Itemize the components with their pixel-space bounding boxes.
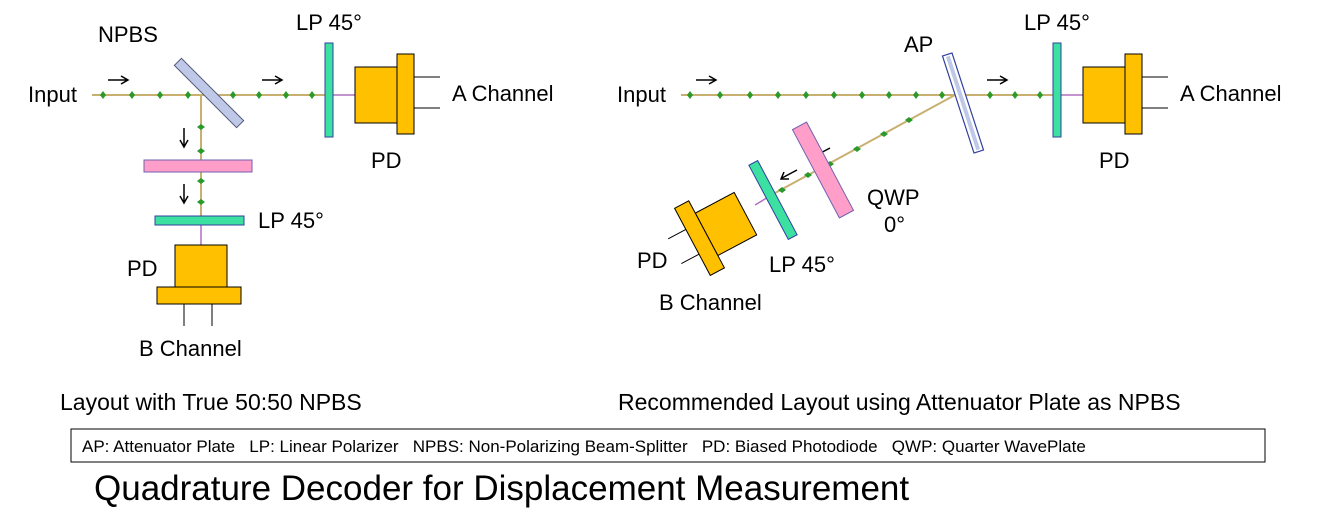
- left-pd-b-label: PD: [127, 256, 158, 281]
- left-direction-arrows: [108, 75, 284, 205]
- right-reflected-beam: [774, 94, 956, 194]
- right-lp-top-label: LP 45°: [1024, 10, 1090, 35]
- left-layout-caption: Layout with True 50:50 NPBS: [60, 389, 362, 415]
- left-input-label: Input: [28, 82, 77, 107]
- right-input-label: Input: [617, 82, 666, 107]
- right-b-channel-label: B Channel: [659, 290, 762, 315]
- left-photodiode-a: [354, 53, 440, 135]
- left-lp-a: [324, 42, 334, 138]
- right-pd-a-label: PD: [1099, 148, 1130, 173]
- left-waveplate: [143, 159, 253, 173]
- left-beam-dots: [100, 91, 315, 205]
- left-npbs-label: NPBS: [98, 22, 158, 47]
- left-pd-a-label: PD: [371, 148, 402, 173]
- left-layout: Input NPBS LP 45° A Channel PD LP 45° PD…: [28, 10, 554, 361]
- right-photodiode-b: [667, 191, 758, 277]
- right-ap-label: AP: [904, 32, 933, 57]
- page-title: Quadrature Decoder for Displacement Meas…: [94, 469, 909, 508]
- right-beam-dots: [687, 91, 1043, 193]
- right-pd-b-label: PD: [637, 248, 668, 273]
- right-a-channel-label: A Channel: [1180, 81, 1282, 106]
- right-qwp-angle-label: 0°: [884, 212, 905, 237]
- left-a-channel-label: A Channel: [452, 81, 554, 106]
- left-lp-b: [154, 215, 245, 226]
- left-photodiode-b: [156, 244, 242, 326]
- right-attenuator-plate-shade: [945, 55, 981, 151]
- left-lp-bottom-label: LP 45°: [258, 208, 324, 233]
- left-npbs: [173, 57, 245, 129]
- right-layout: Input AP LP 45° A Channel PD QWP 0° LP 4…: [617, 10, 1282, 315]
- legend-box: [70, 428, 1266, 463]
- right-lp-bottom-label: LP 45°: [769, 252, 835, 277]
- right-photodiode-a: [1082, 53, 1168, 135]
- right-lp-a: [1052, 42, 1062, 138]
- left-b-channel-label: B Channel: [139, 336, 242, 361]
- right-qwp-label: QWP: [867, 185, 920, 210]
- left-lp-top-label: LP 45°: [296, 10, 362, 35]
- right-qwp: [791, 121, 855, 219]
- right-layout-caption: Recommended Layout using Attenuator Plat…: [618, 389, 1181, 415]
- right-lp-b: [748, 159, 798, 241]
- legend-text: AP: Attenuator Plate LP: Linear Polarize…: [82, 437, 1086, 456]
